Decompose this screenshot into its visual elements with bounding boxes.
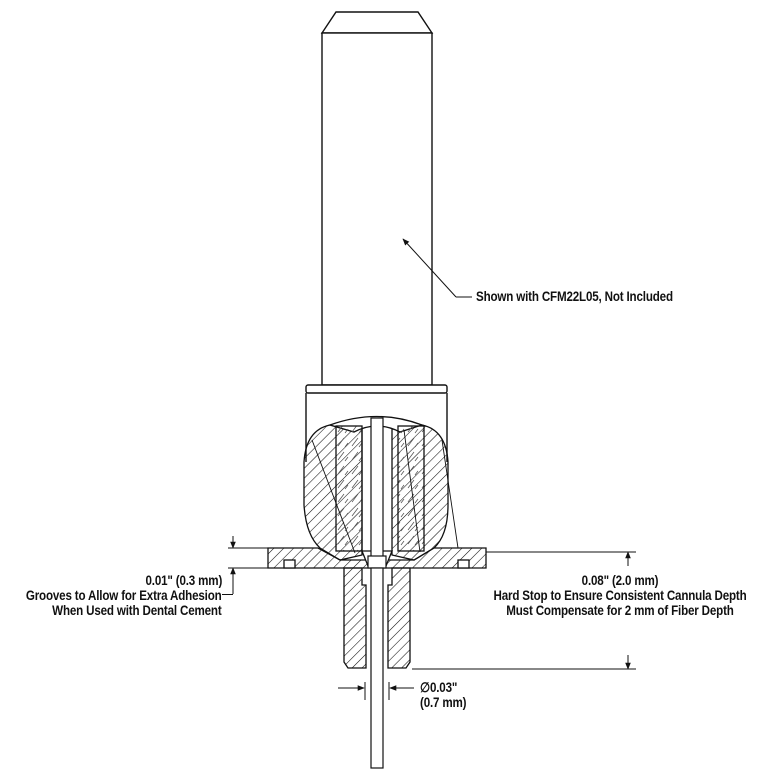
fiber-diameter-inch: ∅0.03" (420, 680, 458, 695)
hard-stop-line-2: Must Compensate for 2 mm of Fiber Depth (506, 603, 734, 618)
ferrule-connector (305, 11, 448, 462)
cannula-housing-section (267, 415, 487, 669)
fiber-diameter-callout: ∅0.03" (0.7 mm) (420, 680, 467, 710)
groove-line-2: When Used with Dental Cement (52, 603, 223, 618)
hidden-lines (311, 429, 459, 554)
groove-leader-tick (222, 594, 233, 595)
cfm-note-label: Shown with CFM22L05, Not Included (476, 289, 673, 304)
hard-stop-callout: 0.08" (2.0 mm) Hard Stop to Ensure Consi… (491, 573, 749, 618)
fiber-diameter-mm: (0.7 mm) (420, 695, 467, 710)
optical-fiber (367, 417, 387, 769)
groove-callout: 0.01" (0.3 mm) (145, 573, 222, 588)
hard-stop-line-1: Hard Stop to Ensure Consistent Cannula D… (493, 588, 747, 603)
hard-stop-dimension: 0.08" (2.0 mm) (581, 573, 659, 588)
groove-line-1: Grooves to Allow for Extra Adhesion (26, 588, 222, 603)
leader-lines (228, 238, 636, 700)
groove-dimension: 0.01" (0.3 mm) (145, 573, 222, 588)
groove-text: Grooves to Allow for Extra Adhesion When… (26, 588, 222, 618)
